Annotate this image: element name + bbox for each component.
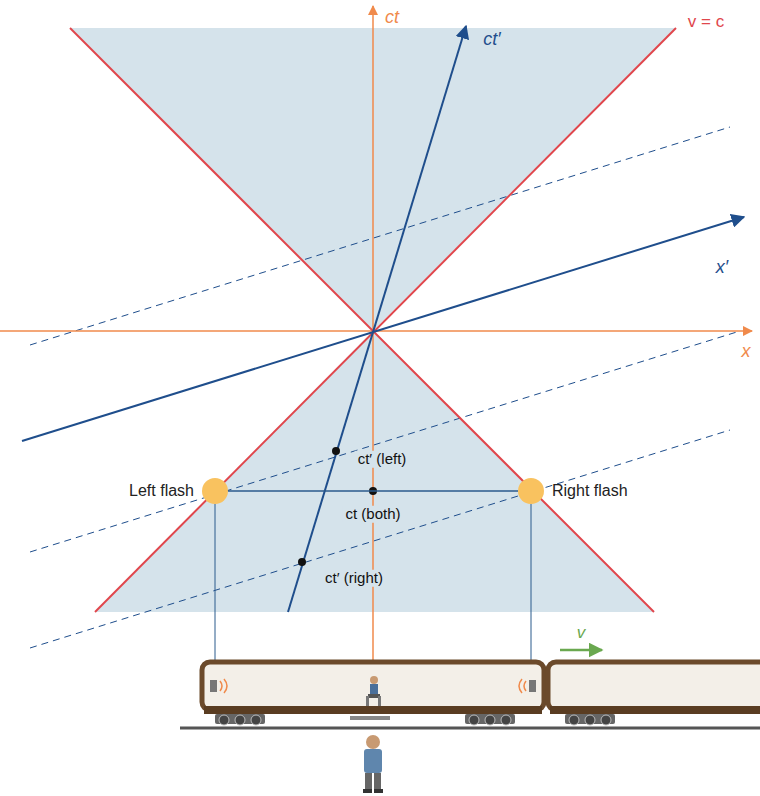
velocity-label: v <box>574 624 589 643</box>
event-label: ct′ (left) <box>355 451 410 468</box>
axis-label: ct′ <box>480 30 503 50</box>
simultaneity-segment <box>228 490 518 491</box>
flash-label: Left flash <box>129 482 194 500</box>
event-dot <box>298 558 306 566</box>
past-cone <box>95 331 654 612</box>
flash-emitter <box>210 679 227 693</box>
event-dot <box>332 447 340 455</box>
light-line-label: v = c <box>685 13 727 32</box>
flash-emitter <box>519 679 536 693</box>
event-label: ct′ (right) <box>322 570 386 587</box>
flash-label: Right flash <box>552 482 628 500</box>
drop-line <box>531 504 532 672</box>
ground-observer <box>363 735 383 793</box>
light-line <box>70 28 654 612</box>
drop-line <box>215 504 216 672</box>
flash-node: Left flash <box>202 478 228 504</box>
light-line <box>95 28 676 612</box>
flash-node: Right flash <box>518 478 544 504</box>
ct-prime-axis <box>288 26 466 612</box>
train <box>180 662 760 728</box>
x-prime-axis <box>22 217 744 441</box>
axis-label: ct <box>382 8 402 28</box>
train-observer <box>366 676 381 706</box>
velocity-arrow <box>560 649 602 652</box>
axis-label: x′ <box>713 258 731 278</box>
event-label: ct (both) <box>342 506 403 523</box>
axis-label: x <box>739 342 754 362</box>
